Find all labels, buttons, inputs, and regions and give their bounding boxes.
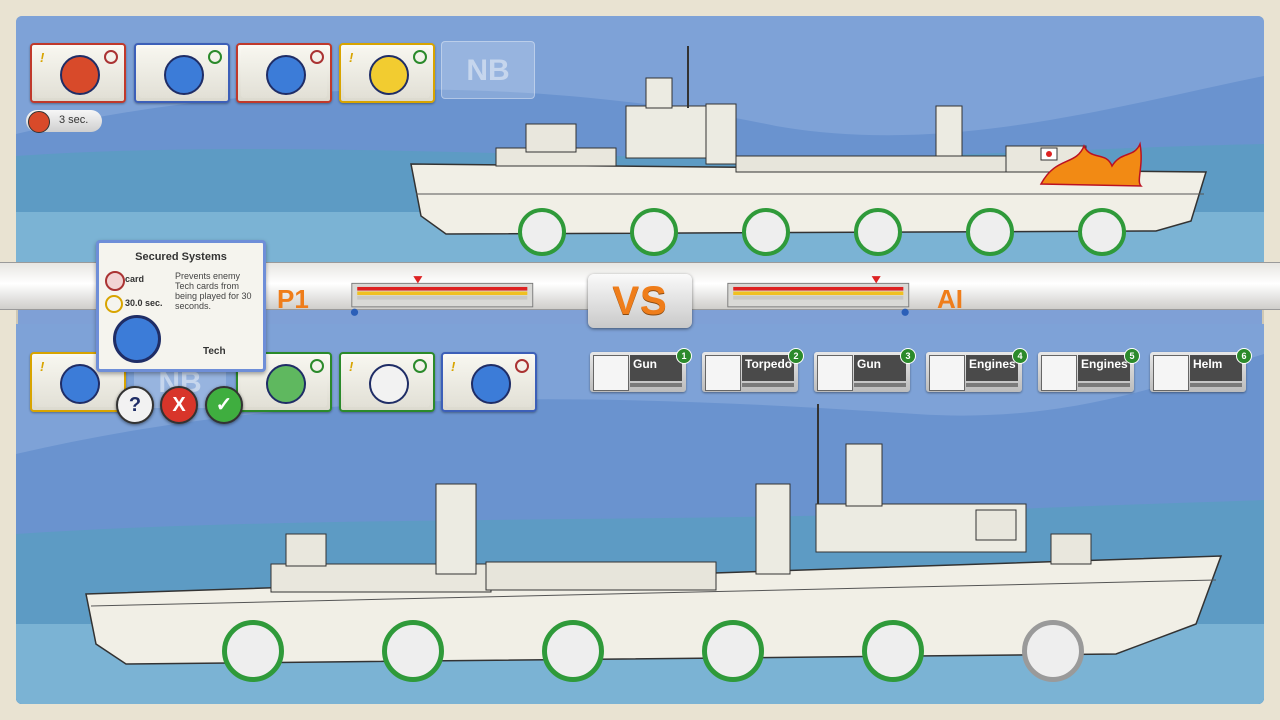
- priority-icon: !: [349, 359, 354, 374]
- shield-gear-icon: [266, 55, 306, 95]
- system-engines-2[interactable]: Engines 5: [1038, 348, 1140, 392]
- help-button[interactable]: ?: [116, 386, 154, 424]
- no-torpedo-icon: [60, 364, 100, 404]
- player-slot-gun-1[interactable]: [222, 620, 284, 682]
- system-number: 3: [900, 348, 916, 364]
- tooltip-title: Secured Systems: [135, 251, 227, 263]
- no-gun-icon: [471, 364, 511, 404]
- system-label: Torpedo: [742, 355, 794, 381]
- system-engines-1[interactable]: Engines 4: [926, 348, 1028, 392]
- green-diamond-icon: [413, 50, 427, 64]
- player-slot-helm[interactable]: [862, 620, 924, 682]
- secured-systems-icon: [113, 315, 161, 363]
- red-badge-icon: [515, 359, 529, 373]
- tooltip-card-label: card: [125, 274, 145, 284]
- enemy-card-1: !: [30, 43, 126, 103]
- priority-icon: !: [451, 359, 456, 374]
- repair-card-icon: [266, 364, 306, 404]
- player-slot-gun-2[interactable]: [1022, 620, 1084, 682]
- system-number: 2: [788, 348, 804, 364]
- enemy-slot-torpedo[interactable]: [854, 208, 902, 256]
- system-label: Gun: [854, 355, 906, 381]
- system-health: [1078, 383, 1130, 387]
- red-gear-cross-icon: [60, 55, 100, 95]
- system-health: [854, 383, 906, 387]
- shell-icon: [593, 355, 629, 391]
- system-torpedo[interactable]: Torpedo 2: [702, 348, 804, 392]
- tooltip-duration: 30.0 sec.: [125, 298, 163, 308]
- helm-wheel-icon: [1153, 355, 1189, 391]
- explosion-card-icon: [369, 55, 409, 95]
- ai-label: AI: [937, 284, 963, 314]
- system-number: 4: [1012, 348, 1028, 364]
- system-gun-1[interactable]: Gun 1: [590, 348, 692, 392]
- enemy-card-4: !: [339, 43, 435, 103]
- confirm-button[interactable]: ✓: [205, 386, 243, 424]
- player-slot-engines-1[interactable]: [382, 620, 444, 682]
- system-gun-2[interactable]: Gun 3: [814, 348, 916, 392]
- hand-card-5[interactable]: !: [441, 352, 537, 412]
- system-label: Engines: [1078, 355, 1130, 381]
- green-diamond-icon: [310, 359, 324, 373]
- system-helm[interactable]: Helm 6: [1150, 348, 1252, 392]
- torpedo-icon: [705, 355, 741, 391]
- system-label: Engines: [966, 355, 1018, 381]
- cancel-button[interactable]: X: [160, 386, 198, 424]
- priority-icon: !: [40, 359, 45, 374]
- stopwatch-icon: [105, 295, 123, 313]
- player-slot-torpedo[interactable]: [542, 620, 604, 682]
- p1-meter: [350, 276, 534, 316]
- enemy-card-2: [134, 43, 230, 103]
- shell-icon: [817, 355, 853, 391]
- enemy-slot-engines-2[interactable]: [966, 208, 1014, 256]
- vs-badge: VS: [588, 274, 692, 328]
- shield-timer-icon: [28, 111, 50, 133]
- enemy-timer: 3 sec.: [26, 110, 102, 133]
- ai-meter: [727, 276, 910, 316]
- tooltip-description: Prevents enemy Tech cards from being pla…: [175, 271, 252, 311]
- system-health: [1190, 383, 1242, 387]
- system-label: Gun: [630, 355, 682, 381]
- crew-card-icon: [369, 364, 409, 404]
- enemy-slot-helm[interactable]: [630, 208, 678, 256]
- system-number: 1: [676, 348, 692, 364]
- system-health: [630, 383, 682, 387]
- priority-icon: !: [349, 50, 354, 65]
- card-tooltip: Secured Systems card 30.0 sec. Prevents …: [96, 240, 266, 372]
- system-health: [966, 383, 1018, 387]
- red-badge-icon: [310, 50, 324, 64]
- card-badge-icon: [105, 271, 125, 291]
- red-diamond-icon: [104, 50, 118, 64]
- priority-icon: !: [40, 50, 45, 65]
- green-diamond-icon: [208, 50, 222, 64]
- enemy-slot-gun-2[interactable]: [1078, 208, 1126, 256]
- torpedo-card-icon: [164, 55, 204, 95]
- player-slot-engines-2[interactable]: [702, 620, 764, 682]
- timer-text: 3 sec.: [59, 114, 89, 126]
- gear-icon: [1041, 355, 1077, 391]
- tooltip-category: Tech: [203, 346, 226, 357]
- gear-icon: [929, 355, 965, 391]
- green-badge-icon: [413, 359, 427, 373]
- enemy-slot-engines[interactable]: [742, 208, 790, 256]
- system-health: [742, 383, 794, 387]
- enemy-card-empty: NB: [441, 41, 535, 99]
- system-label: Helm: [1190, 355, 1242, 381]
- enemy-slot-gun[interactable]: [518, 208, 566, 256]
- p1-label: P1: [277, 284, 309, 314]
- system-number: 5: [1124, 348, 1140, 364]
- system-number: 6: [1236, 348, 1252, 364]
- nb-card-text: NB: [466, 54, 510, 87]
- enemy-card-3: [236, 43, 332, 103]
- player-ship: [85, 404, 1223, 665]
- hand-card-4[interactable]: !: [339, 352, 435, 412]
